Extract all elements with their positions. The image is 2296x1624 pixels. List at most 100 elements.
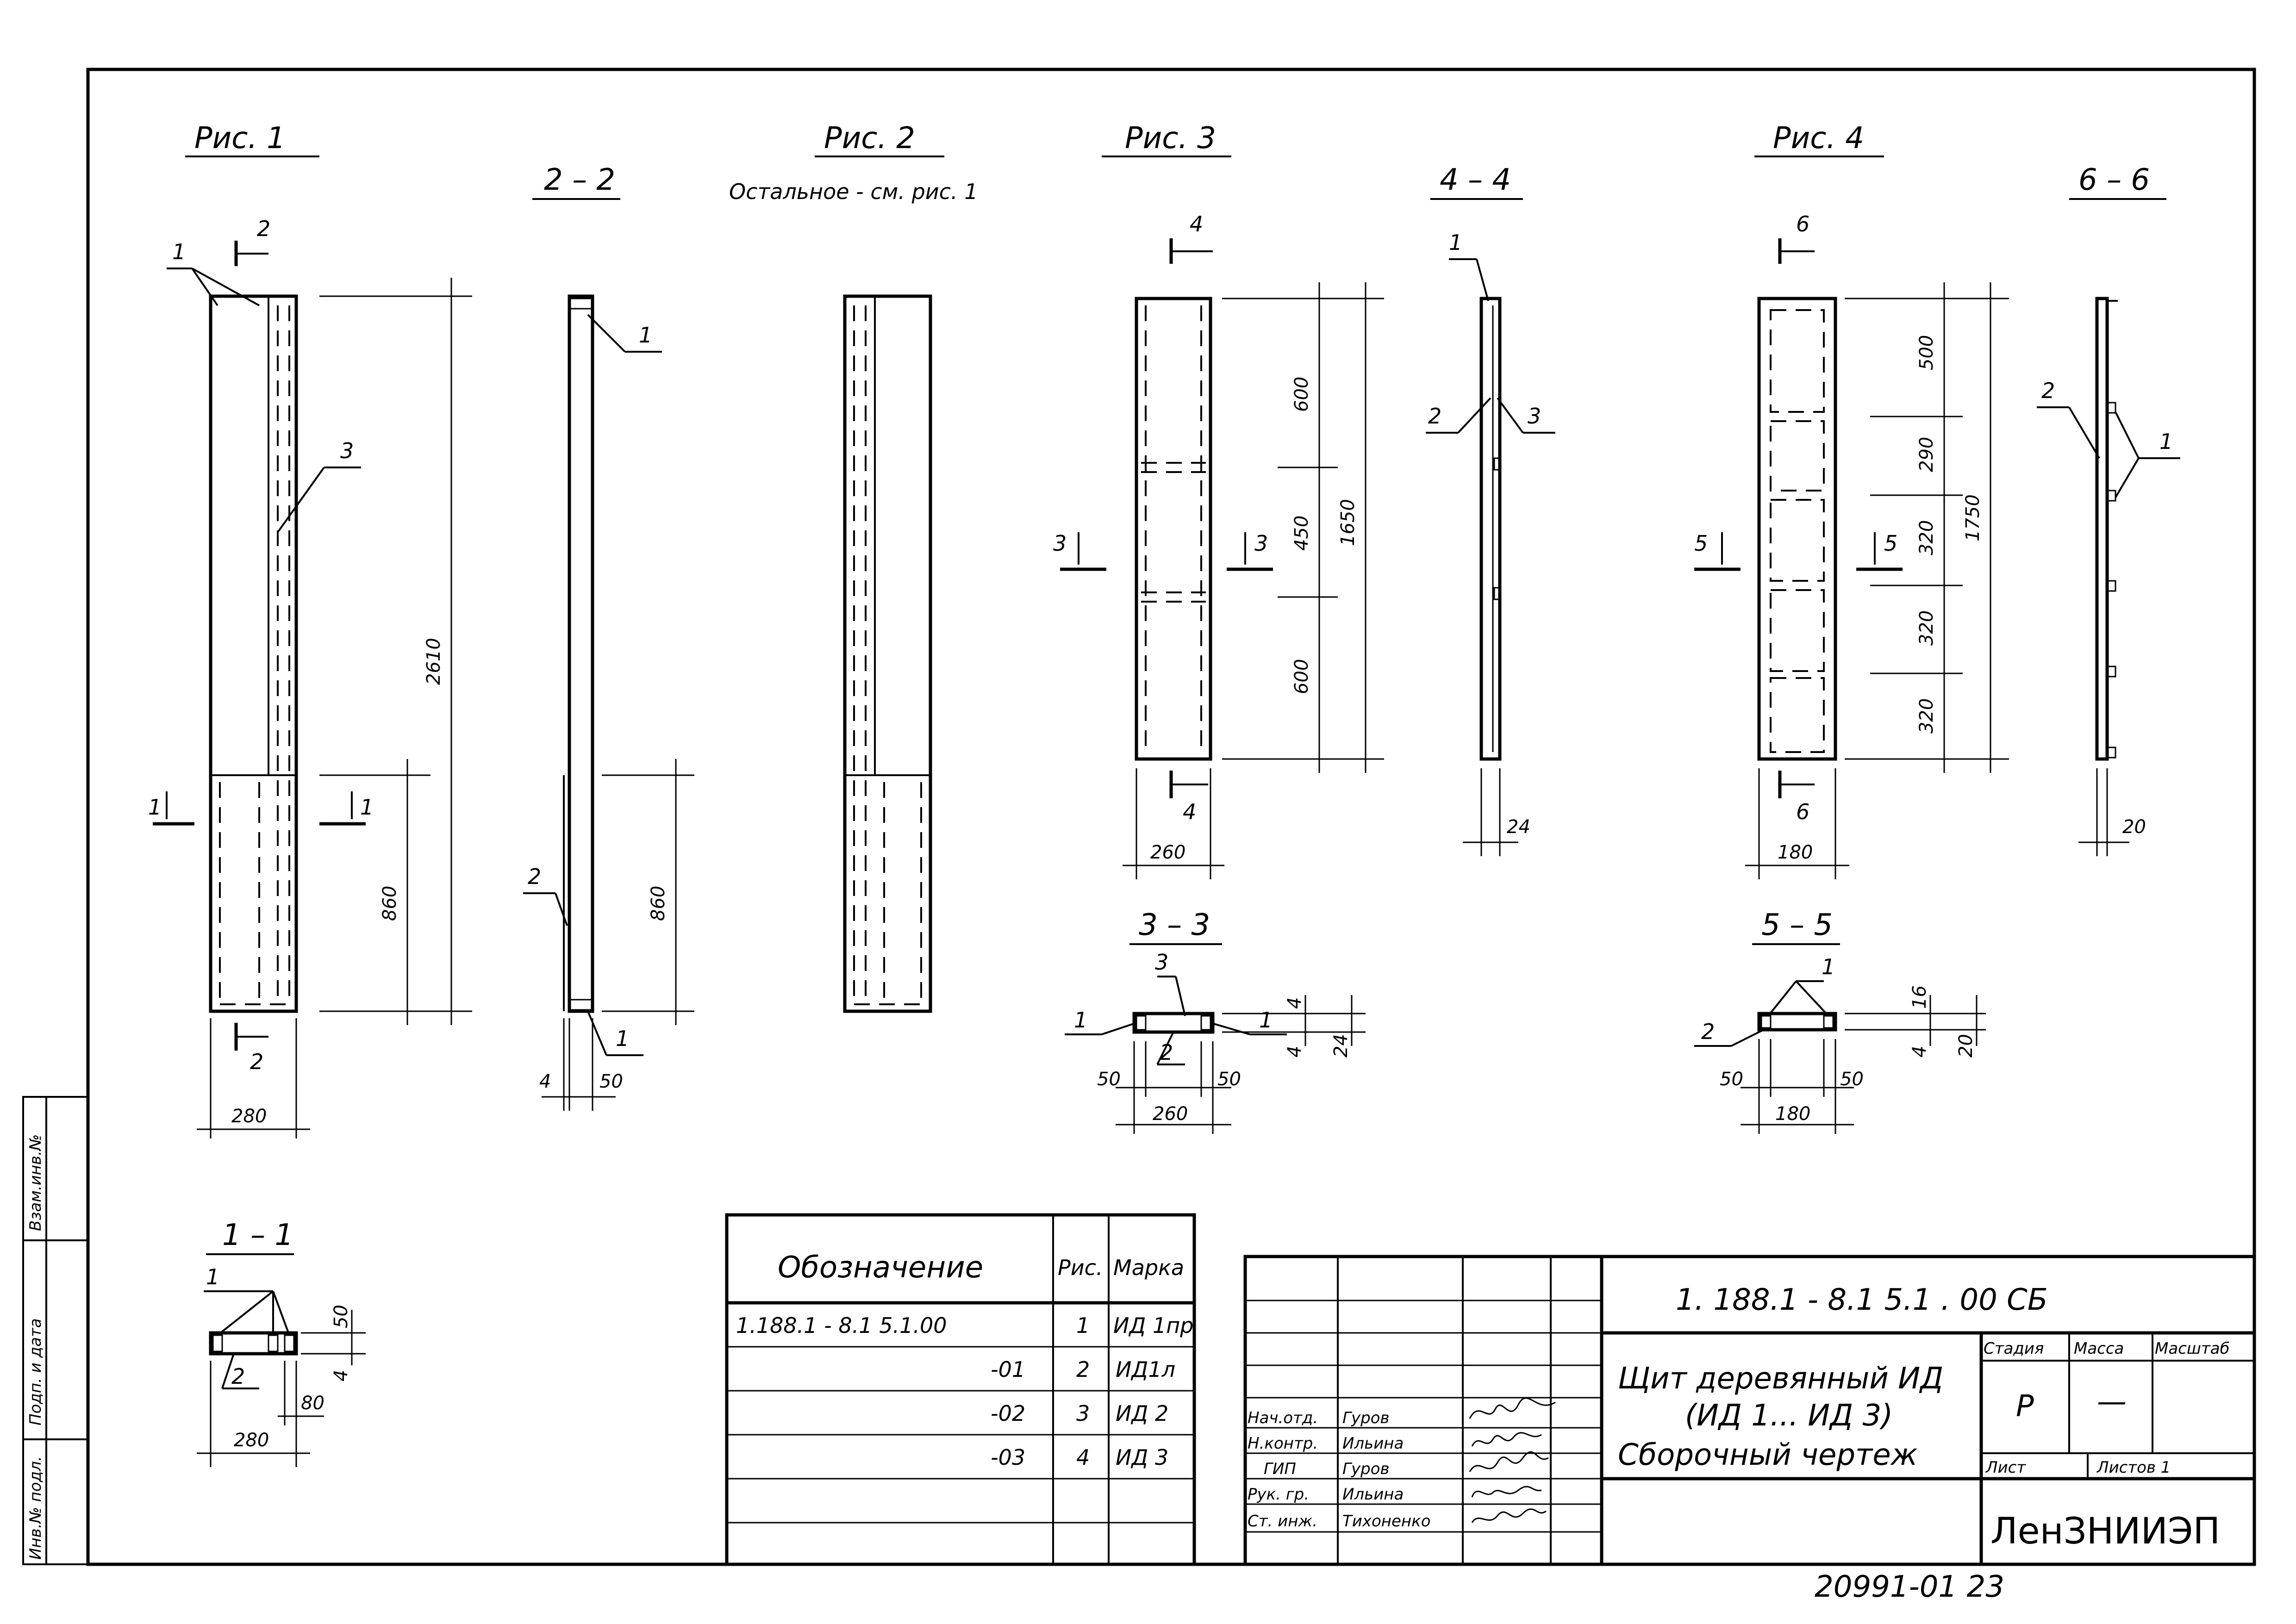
fig1-callout-3: 3 (340, 438, 354, 463)
tb-role-4: Рук. гр. (1248, 1485, 1309, 1504)
fig3-dim-600-bottom: 600 (1291, 659, 1312, 694)
s66-dim-20: 20 (2122, 816, 2146, 838)
sheet-frame (86, 68, 2256, 1566)
s33-callout-1-right: 1 (1259, 1008, 1273, 1033)
spec-row-2-designation: -01 (991, 1357, 1025, 1382)
figure-2-note: Остальное - см. рис. 1 (729, 179, 978, 204)
fig3-mark-4-top: 4 (1190, 212, 1203, 236)
figure-4-title: Рис. 4 (1773, 121, 1864, 156)
signature-1 (1469, 1397, 1556, 1419)
figure-4: Рис. 4 6 6 5 5 500 290 320 320 320 1750 (1694, 121, 2009, 879)
fig3-dim-600-top: 600 (1291, 377, 1312, 412)
signature-5 (1471, 1508, 1547, 1523)
fig3-dim-width: 260 (1150, 842, 1185, 863)
spec-header-designation: Обозначение (778, 1251, 983, 1285)
s33-callout-3: 3 (1155, 950, 1168, 975)
tb-sheets-label: Листов 1 (2096, 1458, 2171, 1477)
signature-2 (1471, 1432, 1542, 1447)
tb-scale-label: Масштаб (2155, 1339, 2230, 1358)
fig1-mark-2-top: 2 (257, 216, 270, 241)
s55-callout-1: 1 (1822, 954, 1835, 979)
s44-callout-3: 3 (1528, 404, 1541, 429)
s11-callout-1: 1 (206, 1264, 219, 1289)
spec-row-2-fig: 2 (1076, 1357, 1090, 1382)
s22-callout-1-bottom: 1 (616, 1026, 629, 1051)
s55-callout-2: 2 (1701, 1019, 1715, 1044)
s22-dim-50: 50 (599, 1071, 623, 1092)
fig3-mark-4-bottom: 4 (1183, 799, 1196, 824)
section-6-6-title: 6 – 6 (2078, 163, 2150, 197)
spec-header-fig: Рис. (1058, 1255, 1103, 1280)
spec-row-3-mark: ИД 2 (1116, 1401, 1168, 1426)
tb-name-2: Ильина (1342, 1434, 1404, 1453)
fig1-callout-1: 1 (172, 239, 186, 264)
fig4-dim-320-b: 320 (1916, 610, 1937, 646)
section-2-2-title: 2 – 2 (544, 163, 615, 197)
fig4-dim-total: 1750 (1962, 494, 1984, 541)
tb-name-5: Тихоненко (1342, 1512, 1431, 1531)
footer-number: 20991-01 23 (1815, 1570, 2004, 1604)
tb-title-2: (ИД 1... ИД 3) (1685, 1399, 1893, 1433)
s22-dim-lower: 860 (648, 886, 669, 921)
s33-dim-4b: 4 (1284, 1046, 1305, 1058)
fig1-dim-lower: 860 (379, 886, 400, 921)
tb-name-4: Ильина (1342, 1485, 1404, 1504)
s22-callout-2: 2 (528, 864, 541, 889)
fig4-mark-5-left: 5 (1694, 531, 1708, 556)
fig4-dim-290: 290 (1916, 437, 1937, 472)
fig3-dim-total: 1650 (1337, 499, 1359, 546)
s33-dim-24: 24 (1330, 1034, 1352, 1058)
tb-name-1: Гуров (1342, 1409, 1390, 1427)
spec-row-4-designation: -03 (991, 1445, 1025, 1470)
s22-dim-4: 4 (539, 1071, 551, 1092)
fig1-dim-height: 2610 (423, 638, 444, 685)
spec-row-3-designation: -02 (991, 1401, 1025, 1426)
s55-dim-4: 4 (1909, 1046, 1930, 1058)
fig4-mark-5-right: 5 (1884, 531, 1897, 556)
fig1-mark-1-right: 1 (360, 795, 374, 820)
stamp-inv-repl: Взам.инв.№ (26, 1134, 45, 1231)
section-4-4-title: 4 – 4 (1440, 163, 1511, 197)
fig3-mark-3-right: 3 (1254, 531, 1268, 556)
spec-row-4-mark: ИД 3 (1116, 1445, 1168, 1470)
s66-callout-1: 1 (2159, 429, 2173, 454)
s33-dim-50-right: 50 (1217, 1069, 1241, 1090)
s11-callout-2: 2 (231, 1364, 245, 1389)
spec-table: Обозначение Рис. Марка 1.188.1 - 8.1 5.1… (725, 1213, 1196, 1566)
section-1-1: 1 – 1 1 2 50 4 80 280 (197, 1218, 366, 1467)
s55-dim-180: 180 (1775, 1103, 1810, 1125)
s66-callout-2: 2 (2041, 378, 2055, 403)
s55-dim-20: 20 (1955, 1034, 1977, 1058)
tb-role-1: Нач.отд. (1248, 1409, 1318, 1427)
tb-stage-value: Р (2016, 1389, 2034, 1424)
tb-org: ЛенЗНИИЭП (1990, 1511, 2220, 1552)
figure-1-title: Рис. 1 (194, 121, 286, 156)
s33-callout-2: 2 (1160, 1040, 1173, 1065)
section-2-2: 2 – 2 1 1 2 860 4 50 (523, 163, 694, 1111)
fig4-dim-320-a: 320 (1916, 520, 1937, 555)
fig1-dim-width: 280 (231, 1106, 267, 1127)
stamp-sign-date: Подп. и дата (26, 1318, 45, 1425)
tb-role-2: Н.контр. (1248, 1434, 1318, 1453)
section-4-4: 4 – 4 1 2 3 24 (1426, 163, 1555, 856)
section-1-1-title: 1 – 1 (222, 1218, 293, 1252)
figure-3: Рис. 3 4 4 3 3 600 450 600 1650 260 (1053, 121, 1384, 879)
s55-dim-16: 16 (1909, 985, 1930, 1009)
s11-dim-280: 280 (234, 1430, 269, 1451)
section-5-5-title: 5 – 5 (1761, 908, 1833, 942)
spec-row-4-fig: 4 (1076, 1445, 1090, 1470)
spec-row-1-designation: 1.188.1 - 8.1 5.1.00 (736, 1313, 947, 1338)
s22-callout-1-top: 1 (639, 323, 652, 348)
title-block: 1. 188.1 - 8.1 5.1 . 00 СБ Щит деревянны… (1243, 1255, 2256, 1566)
s11-dim-80: 80 (301, 1393, 324, 1414)
spec-row-2-mark: ИД1л (1116, 1357, 1175, 1382)
tb-stage-label: Стадия (1984, 1339, 2044, 1358)
spec-header-mark: Марка (1113, 1255, 1184, 1280)
s33-callout-1-left: 1 (1074, 1008, 1087, 1033)
s44-callout-1: 1 (1449, 230, 1462, 255)
side-stamp: Инв.№ подл. Подп. и дата Взам.инв.№ (22, 1096, 89, 1565)
s33-dim-260: 260 (1153, 1103, 1188, 1125)
spec-row-1-mark: ИД 1пр (1113, 1313, 1194, 1338)
s55-dim-50-right: 50 (1840, 1069, 1864, 1090)
